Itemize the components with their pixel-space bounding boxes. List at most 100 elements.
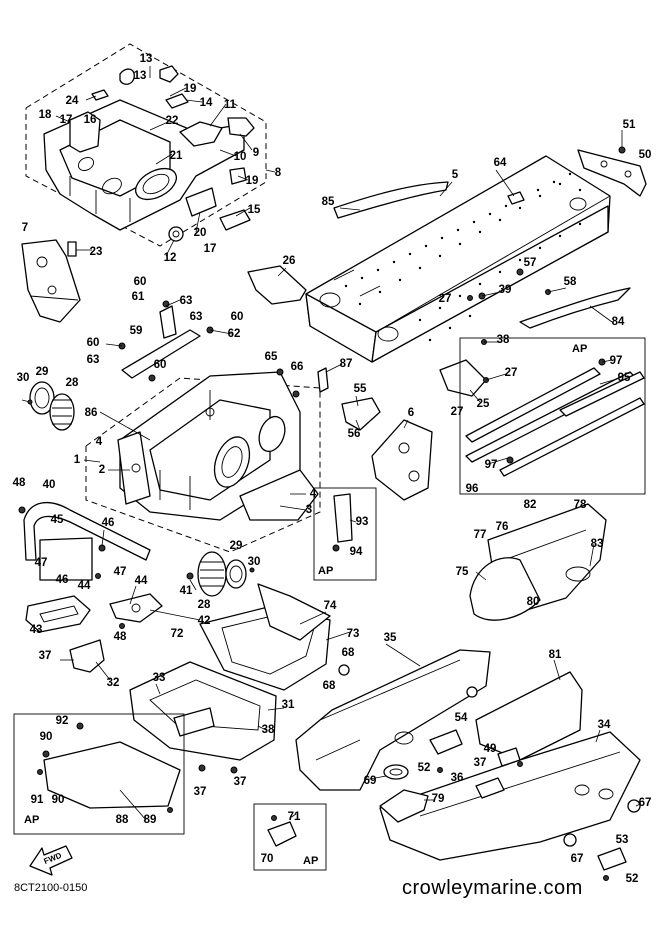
part-label-60: 60 [154, 359, 167, 371]
part-label-97: 97 [610, 355, 623, 367]
part-label-28: 28 [198, 599, 211, 611]
front-frame-assembly [43, 65, 255, 242]
part-label-55: 55 [354, 383, 367, 395]
ap-label-clip: AP [303, 855, 318, 867]
part-label-46: 46 [102, 517, 115, 529]
part-label-37: 37 [39, 650, 52, 662]
side-panel-35 [295, 649, 491, 791]
part-label-67: 67 [571, 853, 584, 865]
part-label-51: 51 [623, 119, 636, 131]
part-label-28: 28 [66, 377, 79, 389]
part-label-32: 32 [107, 677, 120, 689]
part-label-93: 93 [356, 516, 369, 528]
part-label-62: 62 [228, 328, 241, 340]
part-label-89: 89 [144, 814, 157, 826]
ap-labels: AP AP AP AP [24, 343, 587, 867]
leader-lines [55, 66, 641, 821]
part-label-68: 68 [342, 647, 355, 659]
bracket-7 [21, 239, 81, 323]
fwd-arrow-icon: FWD [29, 845, 73, 876]
part-label-6: 6 [408, 407, 414, 419]
ap-label-skid-plate: AP [24, 814, 39, 826]
part-label-21: 21 [170, 150, 183, 162]
part-label-29: 29 [36, 366, 49, 378]
part-label-56: 56 [348, 428, 361, 440]
part-label-36: 36 [451, 772, 464, 784]
pan-33-31 [129, 661, 277, 774]
bracket-26 [247, 265, 307, 305]
part-label-18: 18 [39, 109, 52, 121]
part-label-38: 38 [497, 334, 510, 346]
rails-box [459, 337, 646, 495]
part-label-8: 8 [275, 167, 282, 179]
part-label-37: 37 [194, 786, 207, 798]
part-label-73: 73 [347, 628, 360, 640]
part-label-57: 57 [524, 257, 537, 269]
part-label-92: 92 [56, 715, 69, 727]
part-label-85: 85 [322, 196, 335, 208]
part-label-40: 40 [43, 479, 56, 491]
part-label-75: 75 [456, 566, 469, 578]
part-label-33: 33 [153, 672, 166, 684]
part-label-95: 95 [618, 372, 631, 384]
part-label-23: 23 [90, 246, 103, 258]
part-label-41: 41 [180, 585, 193, 597]
part-label-4: 4 [96, 436, 103, 448]
part-label-63: 63 [180, 295, 193, 307]
part-label-76: 76 [496, 521, 509, 533]
part-label-61: 61 [132, 291, 145, 303]
part-label-80: 80 [527, 596, 540, 608]
bracket-50 [577, 130, 647, 197]
part-label-84: 84 [612, 316, 625, 328]
part-label-44: 44 [78, 580, 91, 592]
part-label-37: 37 [234, 776, 247, 788]
panel-81 [475, 671, 583, 761]
part-label-38: 38 [262, 724, 275, 736]
part-label-63: 63 [87, 354, 100, 366]
part-label-13: 13 [140, 53, 153, 65]
brace-25 [439, 359, 487, 397]
part-label-27: 27 [505, 367, 518, 379]
part-label-13: 13 [134, 70, 147, 82]
part-label-67: 67 [639, 797, 652, 809]
tunnel-5 [305, 155, 611, 363]
part-label-78: 78 [574, 499, 587, 511]
part-label-17: 17 [60, 114, 73, 126]
part-label-9: 9 [253, 147, 259, 159]
part-label-48: 48 [114, 631, 127, 643]
engine-bed-1 [117, 371, 319, 521]
part-label-39: 39 [499, 284, 512, 296]
skid-plate-box [13, 713, 185, 835]
part-label-90: 90 [52, 794, 65, 806]
drawing-code: 8CT2100-0150 [14, 882, 87, 894]
part-label-74: 74 [324, 600, 337, 612]
part-label-35: 35 [384, 632, 397, 644]
mount-93-box [313, 487, 377, 581]
part-label-10: 10 [234, 151, 247, 163]
clip-70-71-box [253, 803, 327, 871]
part-label-59: 59 [130, 325, 143, 337]
ap-label-rails: AP [572, 343, 587, 355]
part-label-20: 20 [194, 227, 207, 239]
part-label-37: 37 [474, 757, 487, 769]
part-label-44: 44 [135, 575, 148, 587]
brace-59 [118, 300, 214, 382]
guard-74 [257, 583, 331, 641]
part-label-12: 12 [164, 252, 177, 264]
part-label-90: 90 [40, 731, 53, 743]
part-label-94: 94 [350, 546, 363, 558]
part-label-45: 45 [51, 514, 64, 526]
handle-43 [25, 595, 91, 633]
panel-75 [469, 557, 541, 621]
part-label-19: 19 [184, 83, 197, 95]
bracket-79 [379, 789, 429, 823]
part-label-82: 82 [524, 499, 537, 511]
part-label-19: 19 [246, 175, 259, 187]
part-label-27: 27 [439, 293, 452, 305]
part-label-43: 43 [30, 624, 43, 636]
part-label-3: 3 [306, 504, 312, 516]
bumper-40 [18, 501, 151, 581]
part-label-72: 72 [171, 628, 184, 640]
part-label-86: 86 [85, 407, 98, 419]
part-label-87: 87 [340, 358, 353, 370]
